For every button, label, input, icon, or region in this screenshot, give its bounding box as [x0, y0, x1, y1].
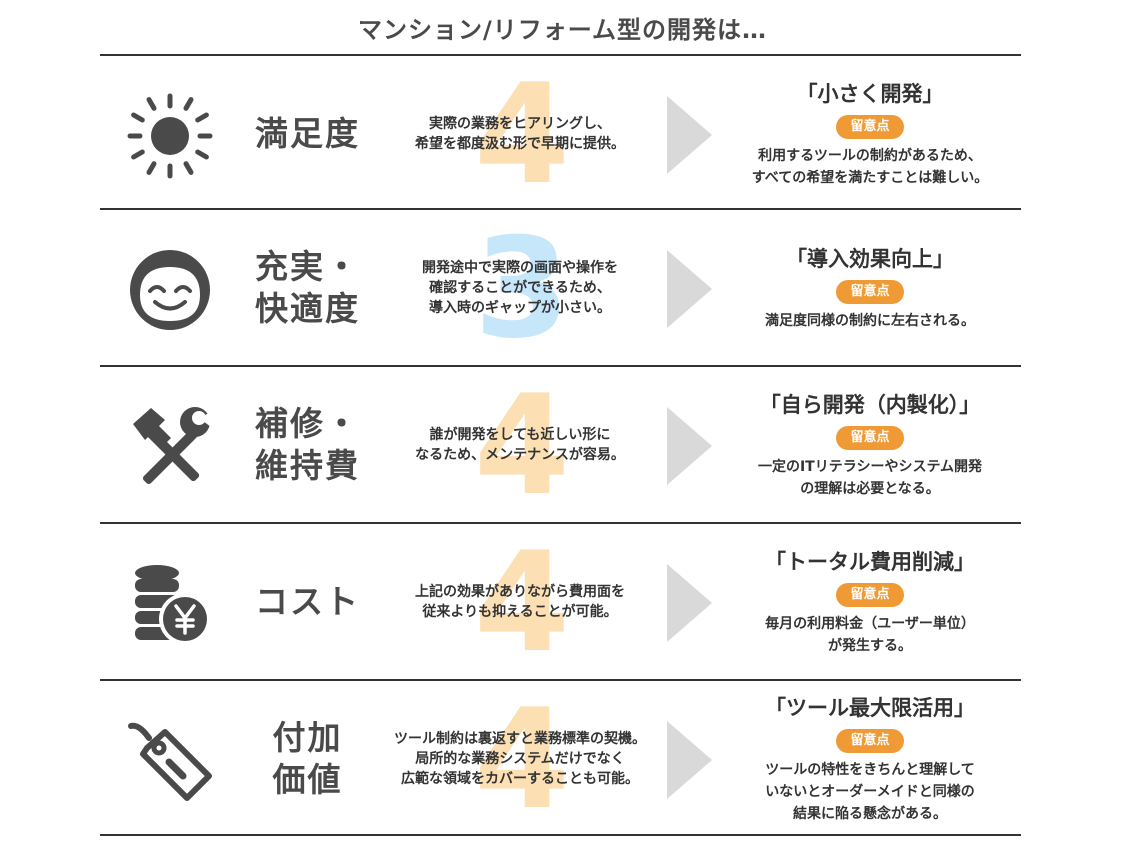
- arrow-right-icon: [667, 564, 712, 642]
- score-number: 4: [473, 522, 571, 683]
- note-line: すべての希望を満たすことは難しい。: [751, 169, 989, 186]
- caution-badge: 留意点: [836, 425, 904, 450]
- category-label: 充実・ 快適度: [215, 210, 400, 365]
- category-text: 維持費: [255, 445, 360, 485]
- page-title: マンション/リフォーム型の開発は…: [357, 16, 768, 44]
- note-line: 満足度同様の制約に左右される。: [765, 312, 975, 329]
- category-label: 付加 価値: [215, 681, 400, 836]
- note-line: ツールの特性をきちんと理解して: [765, 761, 975, 778]
- description-line: 確認することができるため、: [429, 279, 611, 296]
- outcome-title: 「小さく開発」: [796, 81, 944, 106]
- divider: [100, 834, 1021, 836]
- arrow-right-icon: [667, 721, 712, 799]
- caution-badge: 留意点: [836, 582, 904, 607]
- smiley-face-icon: [125, 245, 215, 335]
- outcome: 「ツール最大限活用」 留意点 ツールの特性をきちんと理解して いないとオーダーメ…: [725, 681, 1015, 836]
- description: 上記の効果がありながら費用面を 従来よりも抑えることが可能。: [355, 524, 685, 679]
- divider: [100, 365, 1021, 367]
- description-line: 実際の業務をヒアリングし、: [429, 115, 611, 132]
- row-added-value: 付加 価値 4 ツール制約は裏返すと業務標準の契機。 局所的な業務システムだけで…: [100, 681, 1021, 836]
- description-line: 従来よりも抑えることが可能。: [422, 603, 618, 620]
- caution-badge: 留意点: [836, 279, 904, 304]
- divider: [100, 522, 1021, 524]
- description-line: なるため、メンテナンスが容易。: [415, 446, 625, 463]
- outcome: 「トータル費用削減」 留意点 毎月の利用料金（ユーザー単位） が発生する。: [725, 524, 1015, 679]
- score-number: 4: [473, 679, 571, 840]
- description-line: 局所的な業務システムだけでなく: [415, 750, 625, 767]
- divider: [100, 208, 1021, 210]
- category-text: 充実・: [255, 246, 360, 286]
- outcome: 「導入効果向上」 留意点 満足度同様の制約に左右される。: [725, 210, 1015, 365]
- note-line: の理解は必要となる。: [800, 480, 940, 497]
- divider: [100, 679, 1021, 681]
- divider: [100, 54, 1021, 56]
- coins-yen-icon: [125, 559, 215, 649]
- score-number: 3: [473, 208, 571, 369]
- outcome-title: 「ツール最大限活用」: [765, 695, 975, 720]
- row-maintenance: 補修・ 維持費 4 誰が開発をしても近しい形に なるため、メンテナンスが容易。 …: [100, 367, 1021, 522]
- category-label: コスト: [215, 524, 400, 679]
- note-line: 利用するツールの制約があるため、: [758, 147, 982, 164]
- category-text: 付加: [272, 717, 343, 757]
- category-label: 補修・ 維持費: [215, 367, 400, 522]
- category-text: 価値: [272, 759, 343, 799]
- outcome: 「小さく開発」 留意点 利用するツールの制約があるため、 すべての希望を満たすこ…: [725, 56, 1015, 211]
- outcome: 「自ら開発（内製化）」 留意点 一定のITリテラシーやシステム開発 の理解は必要…: [725, 367, 1015, 522]
- description-line: 誰が開発をしても近しい形に: [429, 426, 611, 443]
- category-text: 快適度: [255, 288, 360, 328]
- description-line: 希望を都度汲む形で早期に提供。: [415, 135, 625, 152]
- price-tag-icon: [125, 716, 215, 806]
- caution-badge: 留意点: [836, 114, 904, 139]
- description: 開発途中で実際の画面や操作を 確認することができるため、 導入時のギャップが小さ…: [355, 210, 685, 365]
- score-number: 4: [473, 365, 571, 526]
- row-satisfaction: 満足度 4 実際の業務をヒアリングし、 希望を都度汲む形で早期に提供。 「小さく…: [100, 56, 1021, 211]
- note-line: 一定のITリテラシーやシステム開発: [757, 458, 983, 475]
- category-label: 満足度: [215, 56, 400, 211]
- sun-icon: [125, 91, 215, 181]
- description: ツール制約は裏返すと業務標準の契機。 局所的な業務システムだけでなく 広範な領域…: [355, 681, 685, 836]
- arrow-right-icon: [667, 407, 712, 485]
- description-line: 開発途中で実際の画面や操作を: [422, 259, 618, 276]
- description-line: 導入時のギャップが小さい。: [429, 299, 611, 316]
- outcome-title: 「自ら開発（内製化）」: [759, 392, 981, 417]
- category-text: 満足度: [255, 113, 360, 153]
- hammer-wrench-icon: [125, 402, 215, 492]
- note-line: 毎月の利用料金（ユーザー単位）: [765, 615, 975, 632]
- note-line: いないとオーダーメイドと同様の: [765, 783, 975, 800]
- row-cost: コスト 4 上記の効果がありながら費用面を 従来よりも抑えることが可能。 「トー…: [100, 524, 1021, 679]
- description: 実際の業務をヒアリングし、 希望を都度汲む形で早期に提供。: [355, 56, 685, 211]
- description-line: ツール制約は裏返すと業務標準の契機。: [394, 730, 646, 747]
- arrow-right-icon: [667, 250, 712, 328]
- category-text: 補修・: [255, 403, 360, 443]
- note-line: が発生する。: [828, 637, 912, 654]
- description: 誰が開発をしても近しい形に なるため、メンテナンスが容易。: [355, 367, 685, 522]
- description-line: 広範な領域をカバーすることも可能。: [401, 770, 639, 787]
- category-text: コスト: [255, 581, 360, 621]
- note-line: 結果に陥る懸念がある。: [793, 805, 947, 822]
- description-line: 上記の効果がありながら費用面を: [415, 583, 625, 600]
- arrow-right-icon: [667, 96, 712, 174]
- outcome-title: 「導入効果向上」: [786, 246, 954, 271]
- row-fulfillment: 充実・ 快適度 3 開発途中で実際の画面や操作を 確認することができるため、 導…: [100, 210, 1021, 365]
- score-number: 4: [473, 54, 571, 215]
- caution-badge: 留意点: [836, 728, 904, 753]
- outcome-title: 「トータル費用削減」: [765, 549, 975, 574]
